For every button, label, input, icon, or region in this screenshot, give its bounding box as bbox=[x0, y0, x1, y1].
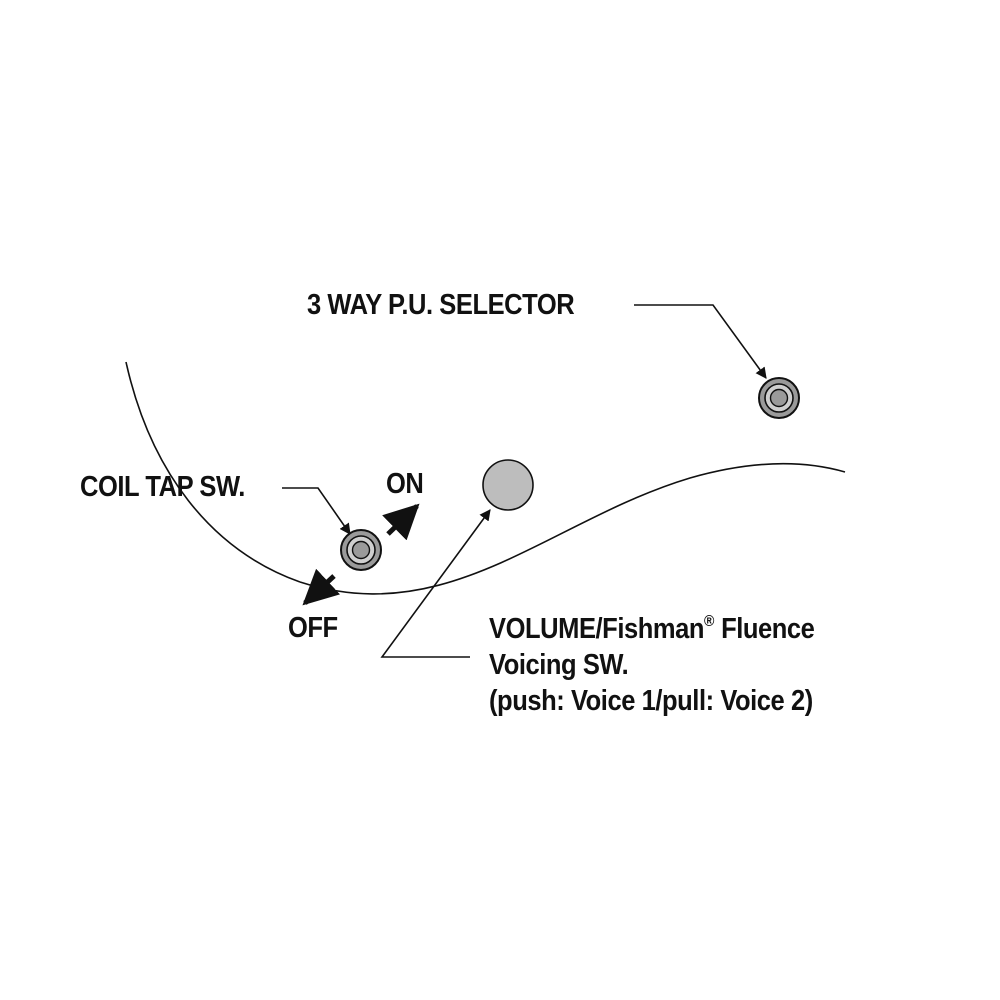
volume-label-line-2: Voicing SW. bbox=[489, 649, 629, 681]
volume-knob[interactable] bbox=[482, 459, 534, 511]
on-label: ON bbox=[386, 468, 424, 500]
pickup-selector-label: 3 WAY P.U. SELECTOR bbox=[307, 289, 575, 321]
coil-tap-leader-line bbox=[282, 487, 351, 535]
on-direction-arrow-icon bbox=[382, 503, 420, 541]
coil-tap-label: COIL TAP SW. bbox=[80, 471, 245, 503]
pickup-selector-switch[interactable] bbox=[758, 377, 800, 419]
body-edge-left-curve bbox=[125, 361, 301, 583]
selector-leader-line bbox=[634, 304, 767, 379]
volume-label-line-1: VOLUME/Fishman® Fluence bbox=[489, 604, 815, 647]
volume-leader-line bbox=[380, 509, 491, 658]
body-edge-waist-curve bbox=[299, 462, 846, 595]
volume-label-suffix: Fluence bbox=[714, 613, 815, 645]
volume-voicing-label: VOLUME/Fishman® Fluence Voicing SW. (pus… bbox=[489, 604, 815, 719]
registered-mark: ® bbox=[704, 613, 715, 630]
off-direction-arrow-icon bbox=[302, 568, 340, 606]
volume-label-line-3: (push: Voice 1/pull: Voice 2) bbox=[489, 685, 813, 717]
volume-label-prefix: VOLUME/Fishman bbox=[489, 613, 705, 645]
coil-tap-switch[interactable] bbox=[340, 529, 382, 571]
off-label: OFF bbox=[288, 612, 338, 644]
